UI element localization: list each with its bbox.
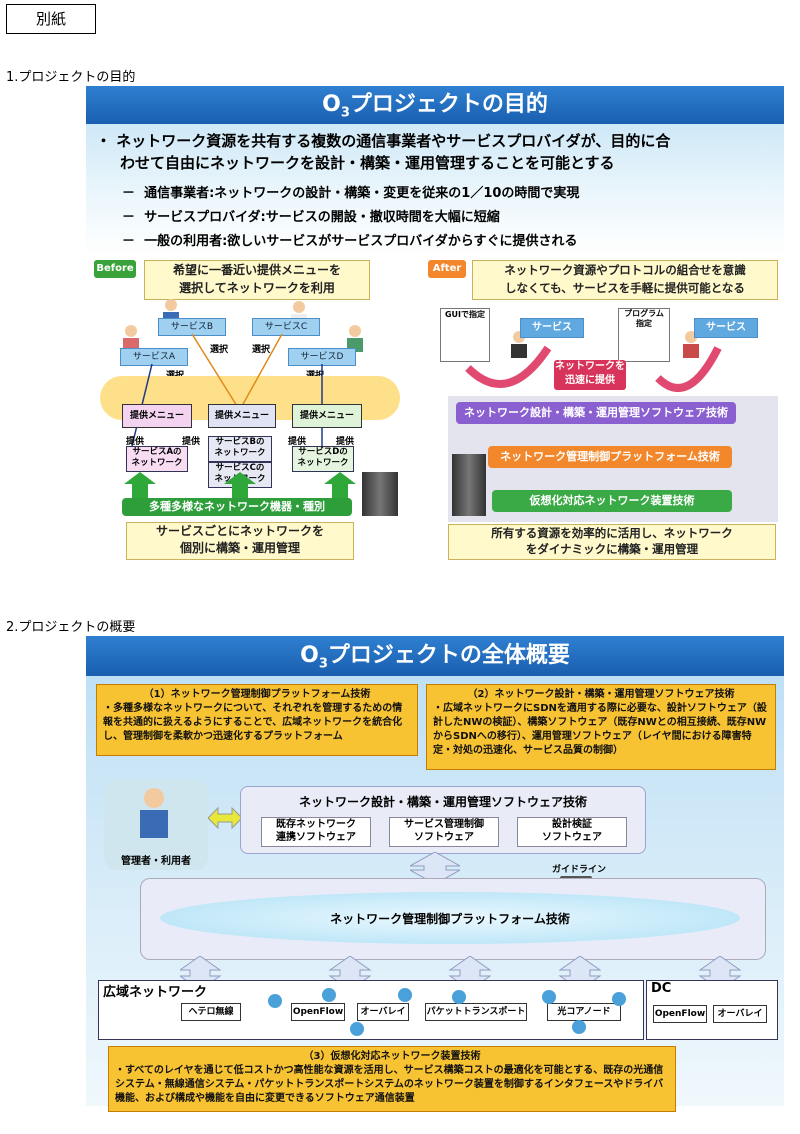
section1-banner: O3プロジェクトの目的 — [86, 86, 784, 124]
equipment-bar: 多種多様なネットワーク機器・種別 — [122, 498, 352, 516]
double-arrow-icon — [208, 806, 242, 830]
user-panel: 管理者・利用者 — [104, 780, 208, 870]
up-arrows — [124, 472, 356, 500]
provide-label: 提供 — [288, 437, 307, 447]
platform-bar: ネットワーク管理制御プラットフォーム技術 — [488, 446, 732, 468]
dc-overlay-node: オーバレイ — [713, 1005, 767, 1023]
select-label: 選択 — [210, 345, 229, 355]
wan-label: 広域ネットワーク — [103, 985, 208, 1000]
subitem: － 一般の利用者:欲しいサービスがサービスプロバイダからすぐに提供される — [122, 234, 578, 249]
after-caption-bottom: 所有する資源を効率的に活用し、ネットワーク をダイナミックに構築・運用管理 — [448, 524, 776, 560]
service-a: サービスA — [120, 348, 188, 366]
section2-heading: 2.プロジェクトの概要 — [6, 620, 136, 635]
server-rack-icon — [452, 454, 486, 516]
purpose-subitems: － 通信事業者:ネットワークの設計・構築・変更を従来の1／10の時間で実現 － … — [122, 182, 772, 254]
subitem: － 通信事業者:ネットワークの設計・構築・変更を従来の1／10の時間で実現 — [122, 186, 580, 201]
menu-box: 提供メニュー — [122, 404, 192, 428]
optical-core-node: 光コアノード — [547, 1003, 621, 1021]
software-title: ネットワーク設計・構築・運用管理ソフトウェア技術 — [298, 795, 587, 809]
software-tech-box: （2）ネットワーク設計・構築・運用管理ソフトウェア技術 ・広域ネットワークにSD… — [426, 684, 776, 770]
after-diagram: After ネットワーク資源やプロトコルの組合せを意識 しなくても、サービスを手… — [428, 258, 784, 560]
down-up-arrow — [410, 852, 460, 884]
guideline-label: ガイドライン — [552, 865, 607, 875]
after-tag: After — [428, 260, 466, 278]
network-b: サービスBの ネットワーク — [208, 436, 272, 462]
software-tech-panel: ネットワーク設計・構築・運用管理ソフトウェア技術 既存ネットワーク 連携ソフトウ… — [240, 786, 646, 854]
design-verification-software: 設計検証 ソフトウェア — [517, 817, 627, 847]
service-box: サービス — [694, 318, 758, 338]
menu-box: 提供メニュー — [292, 404, 362, 428]
router-icons — [268, 988, 626, 1036]
wan-panel: 広域ネットワーク ヘテロ無線 OpenFlow オーバレイ パケットトランスポー… — [98, 980, 644, 1040]
dc-openflow-node: OpenFlow — [653, 1005, 707, 1023]
section1-heading: 1.プロジェクトの目的 — [6, 70, 136, 85]
connection-lines — [131, 333, 323, 447]
purpose-bullet: ・ ネットワーク資源を共有する複数の通信事業者やサービスプロバイダが、目的に合 … — [96, 132, 671, 172]
service-c: サービスC — [252, 318, 320, 336]
select-label: 選択 — [252, 345, 271, 355]
platform-tech-box: （1）ネットワーク管理制御プラットフォーム技術 ・多種多様なネットワークについて… — [96, 684, 418, 756]
provide-label: 提供 — [126, 437, 145, 447]
device-tech-box: （3）仮想化対応ネットワーク装置技術 ・すべてのレイヤを通じて低コストかつ高性能… — [108, 1046, 676, 1112]
network-a: サービスAの ネットワーク — [126, 446, 188, 472]
device-bar: 仮想化対応ネットワーク装置技術 — [492, 490, 732, 512]
overlay-node: オーバレイ — [357, 1003, 409, 1021]
platform-ellipse — [160, 892, 740, 944]
gui-panel: GUIで指定 — [440, 308, 490, 362]
before-tag: Before — [94, 260, 136, 278]
menu-box: 提供メニュー — [208, 404, 276, 428]
section2-banner: O3プロジェクトの全体概要 — [86, 636, 784, 676]
attachment-label: 別紙 — [6, 4, 96, 34]
provide-label: 提供 — [182, 437, 201, 447]
service-b: サービスB — [158, 318, 226, 336]
server-rack-icon — [362, 472, 398, 516]
dc-label: DC — [651, 981, 672, 996]
service-control-software: サービス管理制御 ソフトウェア — [389, 817, 499, 847]
curved-arrows — [465, 345, 722, 392]
dc-panel: DC OpenFlow オーバレイ — [646, 980, 778, 1040]
before-diagram: Before 希望に一番近い提供メニューを 選択してネットワークを利用 サービス… — [92, 258, 422, 560]
admin-icon — [134, 786, 174, 842]
program-panel: プログラム 指定 — [618, 308, 670, 362]
hetero-wireless-node: ヘテロ無線 — [181, 1003, 241, 1021]
fast-provision-label: ネットワークを 迅速に提供 — [554, 360, 626, 390]
user-label: 管理者・利用者 — [121, 856, 191, 867]
provide-label: 提供 — [336, 437, 355, 447]
network-d: サービスDの ネットワーク — [292, 446, 354, 472]
packet-transport-node: パケットトランスポート — [425, 1003, 527, 1021]
after-caption-top: ネットワーク資源やプロトコルの組合せを意識 しなくても、サービスを手軽に提供可能… — [472, 260, 778, 300]
before-caption-top: 希望に一番近い提供メニューを 選択してネットワークを利用 — [144, 260, 370, 300]
service-box: サービス — [520, 318, 584, 338]
legacy-software: 既存ネットワーク 連携ソフトウェア — [261, 817, 371, 847]
openflow-node: OpenFlow — [291, 1003, 345, 1021]
platform-label: ネットワーク管理制御プラットフォーム技術 — [330, 912, 570, 926]
software-bar: ネットワーク設計・構築・運用管理ソフトウェア技術 — [456, 402, 736, 424]
subitem: － サービスプロバイダ:サービスの開設・撤収時間を大幅に短縮 — [122, 210, 500, 225]
before-caption-bottom: サービスごとにネットワークを 個別に構築・運用管理 — [126, 522, 354, 560]
